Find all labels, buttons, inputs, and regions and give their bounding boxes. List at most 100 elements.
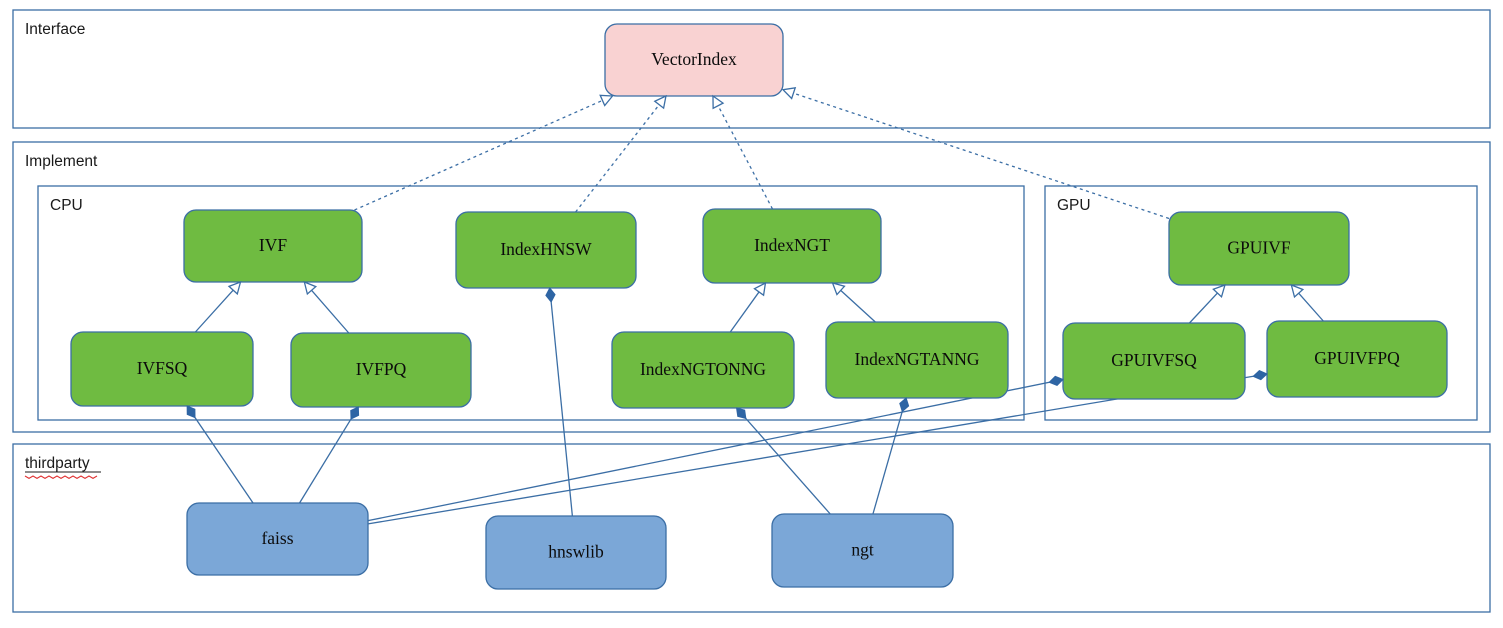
marker-filled-diamond-14 bbox=[545, 287, 556, 303]
edge-gpuivfsq-to-gpuivf bbox=[1188, 292, 1218, 324]
node-box-vectorindex[interactable] bbox=[604, 23, 784, 97]
node-box-ivfpq[interactable] bbox=[290, 332, 472, 408]
edge-line-1 bbox=[575, 104, 660, 213]
node-gpuivfsq[interactable]: GPUIVFSQ bbox=[1062, 322, 1246, 400]
edge-line-10 bbox=[192, 413, 254, 504]
node-label-vectorindex: VectorIndex bbox=[651, 49, 737, 69]
edge-line-3 bbox=[793, 92, 1170, 220]
marker-hollow-triangle-1 bbox=[653, 94, 667, 110]
marker-filled-diamond-15 bbox=[735, 407, 747, 420]
composition-diamond bbox=[1252, 370, 1268, 381]
node-indexngtonng[interactable]: IndexNGTONNG bbox=[611, 331, 795, 409]
edge-hnswlib-to-indexhnsw bbox=[550, 297, 574, 517]
composition-diamond bbox=[1048, 375, 1064, 386]
group-label-cpu: CPU bbox=[50, 197, 83, 214]
node-box-faiss[interactable] bbox=[186, 502, 369, 576]
node-faiss[interactable]: faiss bbox=[186, 502, 369, 576]
node-box-indexngtanng[interactable] bbox=[825, 321, 1009, 399]
edge-indexhnsw-to-vectorindex bbox=[575, 104, 660, 213]
edge-line-8 bbox=[1188, 292, 1218, 324]
node-ivfsq[interactable]: IVFSQ bbox=[70, 331, 254, 407]
edge-faiss-to-ivfsq bbox=[192, 413, 254, 504]
composition-diamond bbox=[186, 405, 196, 419]
edge-gpuivf-to-vectorindex bbox=[793, 92, 1170, 220]
node-indexngt[interactable]: IndexNGT bbox=[702, 208, 882, 284]
composition-diamond bbox=[899, 397, 910, 413]
edge-line-14 bbox=[550, 297, 574, 517]
node-label-faiss: faiss bbox=[261, 528, 293, 548]
marker-hollow-triangle-3 bbox=[781, 87, 797, 100]
node-box-indexhnsw[interactable] bbox=[455, 211, 637, 289]
node-hnswlib[interactable]: hnswlib bbox=[485, 515, 667, 590]
composition-diamond bbox=[350, 406, 360, 420]
edge-ngt-to-indexngtanng bbox=[872, 407, 905, 515]
node-label-gpuivf: GPUIVF bbox=[1227, 238, 1290, 258]
node-label-hnswlib: hnswlib bbox=[548, 542, 604, 562]
edge-line-9 bbox=[1298, 292, 1324, 322]
edge-line-13 bbox=[367, 375, 1258, 525]
composition-diamond bbox=[545, 287, 556, 303]
inheritance-arrowhead bbox=[303, 280, 318, 296]
edge-line-7 bbox=[840, 289, 876, 323]
edge-faiss-to-gpuivfsq bbox=[367, 380, 1054, 522]
marker-hollow-triangle-8 bbox=[1212, 283, 1226, 299]
node-ngt[interactable]: ngt bbox=[771, 513, 954, 588]
node-box-gpuivfpq[interactable] bbox=[1266, 320, 1448, 398]
node-box-indexngtonng[interactable] bbox=[611, 331, 795, 409]
inheritance-arrowhead bbox=[753, 281, 767, 297]
node-label-gpuivfpq: GPUIVFPQ bbox=[1314, 348, 1400, 368]
group-label-interface: Interface bbox=[25, 21, 85, 38]
edge-line-11 bbox=[298, 415, 354, 504]
node-label-indexngt: IndexNGT bbox=[754, 235, 830, 255]
edge-faiss-to-gpuivfpq bbox=[367, 375, 1258, 525]
marker-hollow-triangle-4 bbox=[227, 280, 242, 296]
node-label-indexngtonng: IndexNGTONNG bbox=[640, 359, 766, 379]
edge-faiss-to-ivfpq bbox=[298, 415, 354, 504]
node-ivf[interactable]: IVF bbox=[183, 209, 363, 283]
edge-line-12 bbox=[367, 380, 1054, 522]
marker-filled-diamond-16 bbox=[899, 397, 910, 413]
node-box-indexngt[interactable] bbox=[702, 208, 882, 284]
node-gpuivf[interactable]: GPUIVF bbox=[1168, 211, 1350, 286]
node-vectorindex[interactable]: VectorIndex bbox=[604, 23, 784, 97]
marker-filled-diamond-13 bbox=[1252, 370, 1268, 381]
inheritance-arrowhead bbox=[1212, 283, 1226, 299]
edge-line-16 bbox=[872, 407, 905, 515]
inheritance-arrowhead bbox=[653, 94, 667, 110]
inheritance-arrowhead bbox=[781, 87, 797, 100]
node-box-gpuivf[interactable] bbox=[1168, 211, 1350, 286]
edge-line-4 bbox=[194, 289, 234, 333]
marker-hollow-triangle-7 bbox=[831, 282, 846, 296]
node-box-ivf[interactable] bbox=[183, 209, 363, 283]
node-box-ngt[interactable] bbox=[771, 513, 954, 588]
edge-line-15 bbox=[742, 415, 831, 515]
edge-ivfsq-to-ivf bbox=[194, 289, 234, 333]
node-label-ivfpq: IVFPQ bbox=[356, 359, 407, 379]
node-label-gpuivfsq: GPUIVFSQ bbox=[1111, 350, 1197, 370]
node-ivfpq[interactable]: IVFPQ bbox=[290, 332, 472, 408]
marker-filled-diamond-12 bbox=[1048, 375, 1064, 386]
node-label-indexhnsw: IndexHNSW bbox=[500, 239, 592, 259]
node-box-hnswlib[interactable] bbox=[485, 515, 667, 590]
node-indexngtanng[interactable]: IndexNGTANNG bbox=[825, 321, 1009, 399]
edge-line-5 bbox=[311, 289, 350, 334]
inheritance-arrowhead bbox=[831, 282, 846, 296]
node-box-gpuivfsq[interactable] bbox=[1062, 322, 1246, 400]
node-indexhnsw[interactable]: IndexHNSW bbox=[455, 211, 637, 289]
marker-hollow-triangle-9 bbox=[1290, 283, 1305, 299]
marker-hollow-triangle-5 bbox=[303, 280, 318, 296]
edge-gpuivfpq-to-gpuivf bbox=[1298, 292, 1324, 322]
edge-indexngtonng-to-indexngt bbox=[729, 291, 760, 333]
inheritance-arrowhead bbox=[599, 94, 614, 107]
spellcheck-underline-thirdparty bbox=[24, 475, 98, 480]
edge-ivfpq-to-ivf bbox=[311, 289, 350, 334]
inheritance-arrowhead bbox=[1290, 283, 1305, 299]
node-label-ngt: ngt bbox=[851, 540, 874, 560]
edge-ngt-to-indexngtonng bbox=[742, 415, 831, 515]
node-gpuivfpq[interactable]: GPUIVFPQ bbox=[1266, 320, 1448, 398]
node-box-ivfsq[interactable] bbox=[70, 331, 254, 407]
marker-hollow-triangle-6 bbox=[753, 281, 767, 297]
